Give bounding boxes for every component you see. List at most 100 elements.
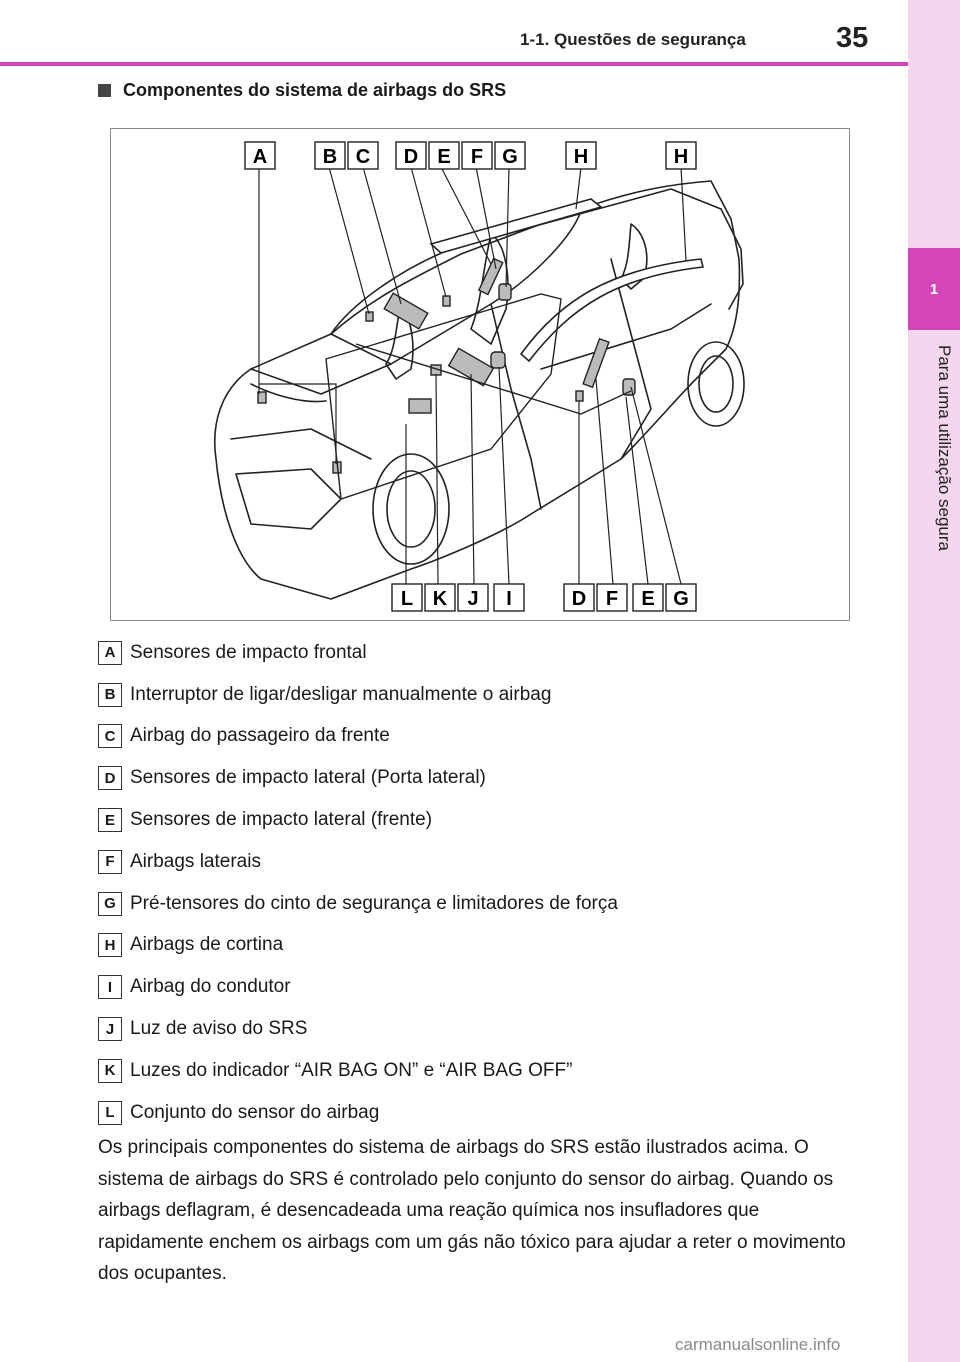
legend-key: H	[98, 933, 122, 958]
legend-key: G	[98, 891, 122, 916]
svg-text:E: E	[641, 588, 654, 610]
svg-text:I: I	[506, 588, 512, 610]
svg-text:A: A	[253, 146, 267, 168]
label-box-E-2: E	[632, 583, 664, 612]
legend-item: B Interruptor de ligar/desligar manualmen…	[98, 674, 888, 716]
legend-text: Airbags de cortina	[130, 934, 284, 956]
svg-text:H: H	[674, 146, 688, 168]
legend-key: E	[98, 808, 122, 833]
door-side-sensor-top	[442, 295, 451, 307]
section-heading: Componentes do sistema de airbags do SRS	[98, 80, 506, 101]
label-box-F: F	[461, 141, 493, 170]
chapter-title: Para uma utilização segura	[935, 345, 954, 552]
door-side-sensor-bottom	[575, 390, 584, 402]
legend-key: J	[98, 1017, 122, 1042]
legend-key: D	[98, 766, 122, 791]
svg-text:H: H	[574, 146, 588, 168]
body-paragraph: Os principais componentes do sistema de …	[98, 1137, 846, 1284]
square-bullet-icon	[98, 84, 111, 97]
legend-text: Sensores de impacto lateral (Porta later…	[130, 767, 486, 789]
legend-item: H Airbags de cortina	[98, 925, 888, 967]
legend-text: Luz de aviso do SRS	[130, 1018, 308, 1040]
legend-key: F	[98, 849, 122, 874]
svg-text:D: D	[404, 146, 418, 168]
component-legend: A Sensores de impacto frontal B Interrupto…	[98, 632, 888, 1134]
driver-airbag-module	[447, 347, 495, 387]
legend-item: C Airbag do passageiro da frente	[98, 716, 888, 758]
label-box-L: L	[391, 583, 423, 612]
label-box-I: I	[493, 583, 525, 612]
section-heading-text: Componentes do sistema de airbags do SRS	[123, 80, 507, 100]
car-outline	[213, 180, 745, 600]
legend-item: L Conjunto do sensor do airbag	[98, 1092, 888, 1134]
legend-item: D Sensores de impacto lateral (Porta late…	[98, 757, 888, 799]
legend-text: Airbags laterais	[130, 850, 261, 872]
legend-text: Airbag do passageiro da frente	[130, 725, 390, 747]
label-box-K: K	[424, 583, 456, 612]
header-rule	[0, 62, 908, 66]
label-box-B: B	[314, 141, 346, 170]
svg-text:G: G	[502, 146, 518, 168]
svg-text:J: J	[467, 588, 478, 610]
legend-text: Conjunto do sensor do airbag	[130, 1101, 380, 1123]
legend-item: A Sensores de impacto frontal	[98, 632, 888, 674]
side-airbag-bottom	[582, 337, 610, 389]
passenger-airbag-module	[383, 292, 429, 330]
label-box-A: A	[244, 141, 276, 170]
chapter-number-tab[interactable]: 1	[908, 248, 960, 330]
page-number: 35	[836, 22, 869, 54]
label-box-J: J	[457, 583, 489, 612]
svg-text:E: E	[437, 146, 450, 168]
airbag-components	[257, 257, 636, 474]
svg-text:F: F	[471, 146, 483, 168]
svg-text:K: K	[433, 588, 448, 610]
legend-key: L	[98, 1100, 122, 1125]
legend-key: A	[98, 640, 122, 665]
label-box-G: G	[494, 141, 526, 170]
header-section-title: 1-1. Questões de segurança	[520, 30, 746, 49]
front-impact-sensor-left	[257, 391, 267, 404]
label-box-D-2: D	[563, 583, 595, 612]
svg-text:B: B	[323, 146, 337, 168]
svg-text:C: C	[356, 146, 370, 168]
label-box-H-1: H	[565, 141, 597, 170]
legend-item: E Sensores de impacto lateral (frente)	[98, 799, 888, 841]
legend-key: I	[98, 975, 122, 1000]
svg-text:F: F	[606, 588, 618, 610]
legend-key: K	[98, 1058, 122, 1083]
bottom-labels: L K J I D F E G	[391, 583, 697, 612]
svg-text:G: G	[673, 588, 689, 610]
srs-warning-light	[490, 351, 506, 369]
chapter-sidebar: 1 Para uma utilização segura	[908, 0, 960, 1362]
pretensioner-top	[498, 283, 512, 301]
label-box-C: C	[347, 141, 379, 170]
top-labels: A B C D E F G H H	[244, 141, 697, 170]
label-box-D: D	[395, 141, 427, 170]
label-box-E: E	[428, 141, 460, 170]
legend-item: I Airbag do condutor	[98, 966, 888, 1008]
curtain-airbags	[429, 198, 704, 363]
label-box-F-2: F	[596, 583, 628, 612]
legend-text: Sensores de impacto lateral (frente)	[130, 809, 433, 831]
svg-text:L: L	[401, 588, 413, 610]
car-illustration: A B C D E F G H H L K J I D F E G	[213, 141, 745, 612]
legend-key: C	[98, 724, 122, 749]
side-airbag-top	[477, 257, 504, 296]
label-box-G-2: G	[665, 583, 697, 612]
legend-text: Interruptor de ligar/desligar manualment…	[130, 683, 552, 705]
legend-text: Luzes do indicador “AIR BAG ON” e “AIR B…	[130, 1059, 573, 1081]
watermark: carmanualsonline.info	[675, 1335, 841, 1354]
leader-lines	[258, 166, 687, 585]
wiring-harness	[325, 293, 632, 500]
legend-item: K Luzes do indicador “AIR BAG ON” e “AIR …	[98, 1050, 888, 1092]
legend-key: B	[98, 682, 122, 707]
legend-item: G Pré-tensores do cinto de segurança e li…	[98, 883, 888, 925]
legend-text: Airbag do condutor	[130, 976, 291, 998]
svg-text:D: D	[572, 588, 586, 610]
legend-item: F Airbags laterais	[98, 841, 888, 883]
airbag-switch	[365, 311, 374, 322]
airbag-diagram: A B C D E F G H H L K J I D F E G	[110, 128, 850, 621]
legend-text: Sensores de impacto frontal	[130, 641, 367, 663]
legend-text: Pré-tensores do cinto de segurança e lim…	[130, 892, 618, 914]
airbag-sensor-assembly	[408, 398, 432, 414]
